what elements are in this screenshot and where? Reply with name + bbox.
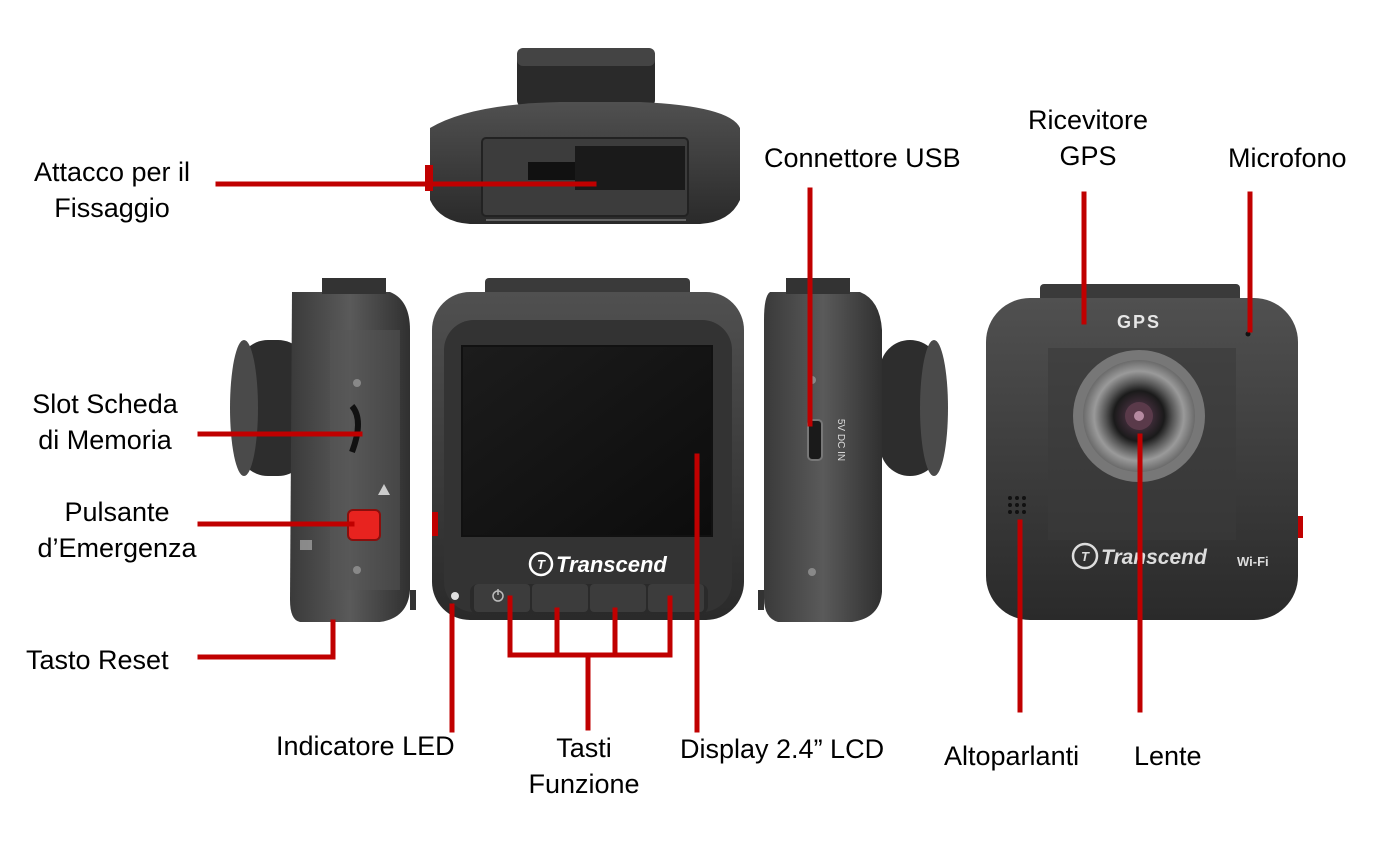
dc-in-text: 5V DC IN (835, 419, 846, 461)
gps-badge-text: GPS (1117, 312, 1161, 332)
label-card-slot: Slot Scheda di Memoria (16, 386, 194, 458)
label-card-slot-line2: di Memoria (38, 425, 172, 455)
label-mount-line2: Fissaggio (54, 193, 170, 223)
svg-text:T: T (537, 557, 546, 572)
label-display: Display 2.4” LCD (680, 734, 885, 764)
front-screen-view: T Transcend (432, 278, 744, 620)
label-function-keys: Tasti Funzione (508, 730, 660, 802)
label-emergency: Pulsante d’Emergenza (24, 494, 210, 566)
top-view (425, 48, 740, 224)
label-function-keys-line2: Funzione (528, 769, 640, 799)
brand-text-rear: Transcend (1101, 546, 1208, 569)
label-usb: Connettore USB (764, 143, 961, 173)
label-lens: Lente (1134, 741, 1202, 771)
function-button-row (470, 584, 708, 614)
wifi-text: Wi-Fi (1237, 554, 1269, 569)
front-lens-view: GPS T Transcend Wi-Fi (986, 284, 1303, 620)
led-dot (451, 592, 459, 600)
label-gps-line1: Ricevitore (1027, 105, 1149, 135)
label-gps-line2: GPS (1059, 141, 1117, 171)
label-speaker: Altoparlanti (944, 741, 1080, 771)
lcd-screen (461, 345, 713, 537)
label-reset: Tasto Reset (26, 645, 169, 675)
left-side-view (230, 278, 416, 622)
label-emergency-line2: d’Emergenza (37, 533, 197, 563)
label-mount: Attacco per il Fissaggio (14, 154, 210, 226)
label-led: Indicatore LED (276, 731, 455, 761)
label-mount-line1: Attacco per il (33, 157, 191, 187)
microphone-hole (1245, 331, 1251, 337)
speaker-grille (1008, 496, 1026, 514)
right-side-view: 5V DC IN (758, 278, 948, 622)
label-emergency-line1: Pulsante (64, 497, 170, 527)
label-mic: Microfono (1228, 143, 1347, 173)
callout-lines (197, 181, 1253, 733)
brand-text-front: Transcend (556, 552, 667, 577)
usb-port-visual (807, 419, 823, 461)
transcend-logo-icon (528, 551, 554, 577)
transcend-logo-icon-rear (1071, 542, 1099, 570)
svg-text:T: T (1081, 549, 1090, 564)
label-card-slot-line1: Slot Scheda (32, 389, 178, 419)
label-gps: Ricevitore GPS (1010, 102, 1166, 174)
label-function-keys-line1: Tasti (556, 733, 612, 763)
